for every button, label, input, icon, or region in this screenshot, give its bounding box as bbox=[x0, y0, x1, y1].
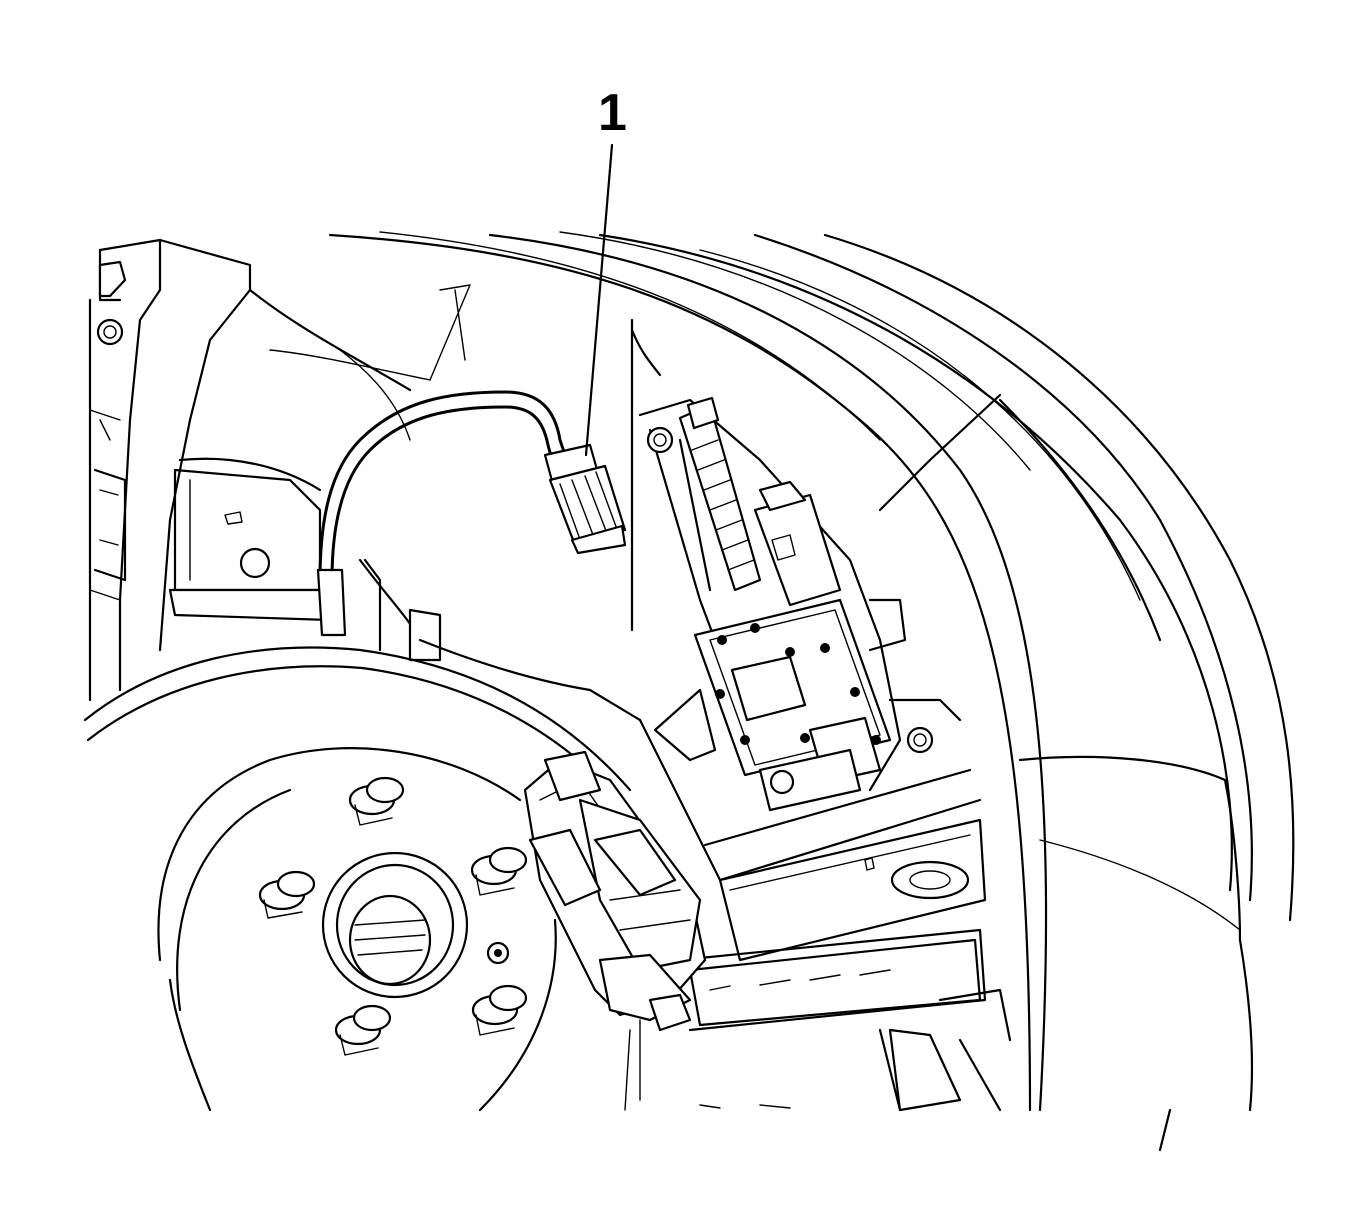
lug-stud-5 bbox=[334, 1004, 392, 1056]
suspension-arms bbox=[638, 718, 1012, 1112]
brake-rotor-hub bbox=[83, 646, 632, 1112]
module-assembly bbox=[638, 396, 962, 812]
brake-caliper bbox=[523, 750, 707, 1111]
callout-1: 1 bbox=[584, 84, 662, 632]
wheelhouse-liner bbox=[88, 238, 642, 722]
bottom-edge bbox=[699, 1104, 791, 1109]
fender-arcs bbox=[328, 231, 1295, 1152]
wheel-speed-sensor-connector bbox=[543, 443, 627, 555]
callout-1-label: 1 bbox=[598, 84, 627, 142]
sensor-harness bbox=[316, 390, 627, 637]
lug-stud-3 bbox=[258, 870, 316, 919]
lug-stud-2 bbox=[470, 846, 528, 896]
lug-stud-1 bbox=[348, 776, 405, 826]
lug-stud-4 bbox=[471, 984, 528, 1036]
